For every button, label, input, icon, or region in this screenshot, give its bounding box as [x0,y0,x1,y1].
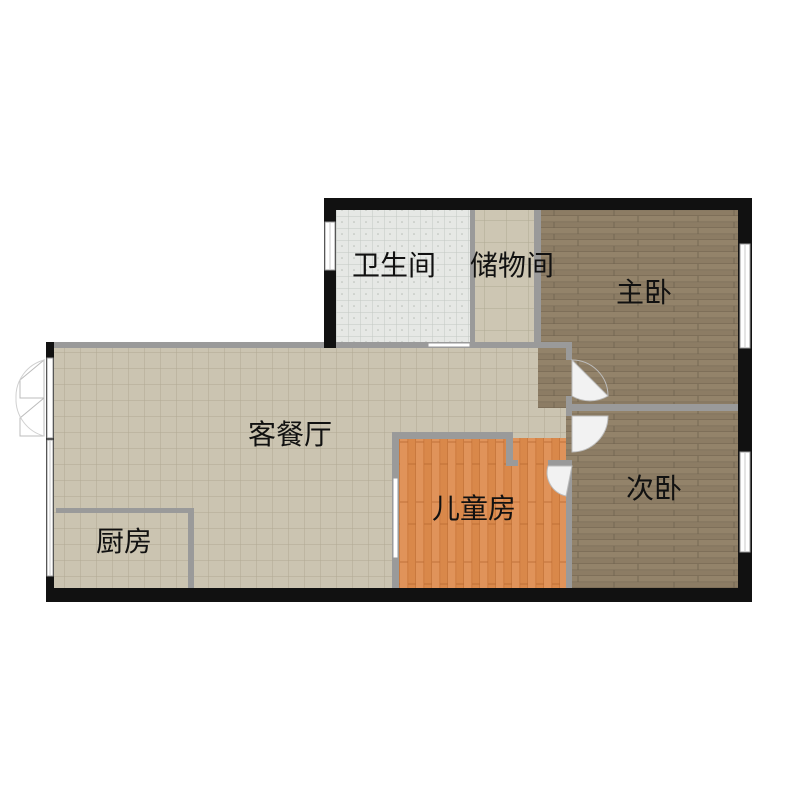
door-swings [19,358,609,497]
kids-room-floor [398,438,566,590]
bathroom-label: 卫生间 [352,249,436,282]
bathroom-floor [336,208,472,346]
living-dining-label: 客餐厅 [248,418,332,451]
storage-floor [472,208,538,346]
master-bedroom-label: 主卧 [616,276,672,309]
kitchen-label: 厨房 [96,525,152,558]
second-bedroom-label: 次卧 [626,472,682,505]
storage-label: 储物间 [470,249,554,282]
kids-room-label: 儿童房 [432,492,516,525]
